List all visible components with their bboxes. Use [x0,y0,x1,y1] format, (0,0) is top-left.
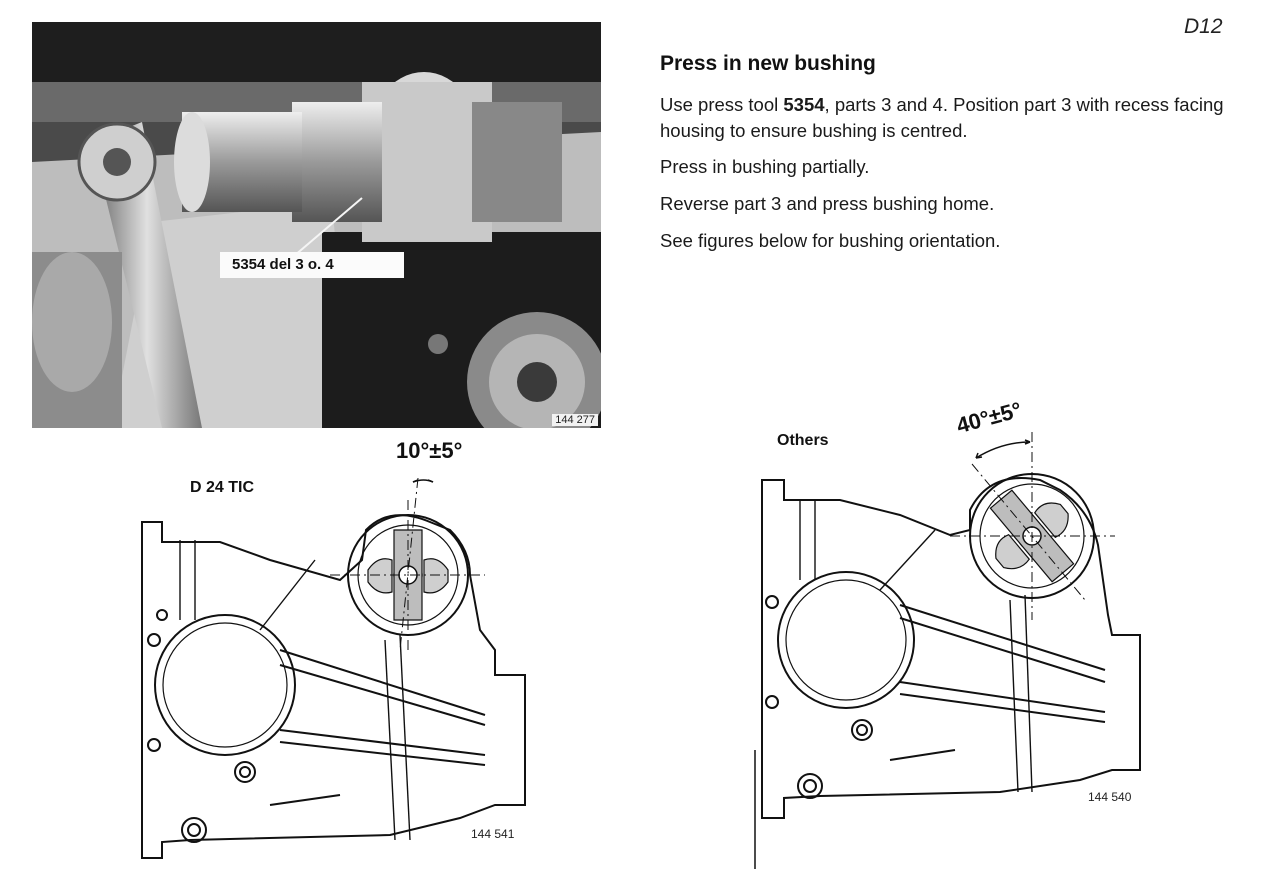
left-figure-code: 144 541 [471,827,515,841]
instruction-step-4: See figures below for bushing orientatio… [660,230,1001,251]
photo-figure-code: 144 277 [552,414,598,426]
tool-number: 5354 [783,94,825,115]
right-diagram-label: Others [777,432,829,449]
photo-illustration [32,22,601,428]
page-code: D12 [1184,15,1223,38]
instruction-step-2: Press in bushing partially. [660,156,870,177]
step-1-text-pre: Use press tool [660,94,784,115]
left-housing-diagram [141,477,526,859]
right-figure-code: 144 540 [1088,790,1132,804]
left-angle-label: 10°±5° [396,438,463,463]
tool-photo: 5354 del 3 o. 4 144 277 [32,22,601,428]
left-diagram-label: D 24 TIC [190,479,255,496]
step-1-text-post: , parts 3 and 4. Position part 3 with re… [660,94,1224,141]
instruction-step-1: Use press tool 5354, parts 3 and 4. Posi… [660,92,1250,144]
instruction-step-3: Reverse part 3 and press bushing home. [660,193,995,214]
right-housing-diagram [754,432,1141,869]
section-title: Press in new bushing [660,52,876,75]
tool-callout-label: 5354 del 3 o. 4 [220,252,404,278]
